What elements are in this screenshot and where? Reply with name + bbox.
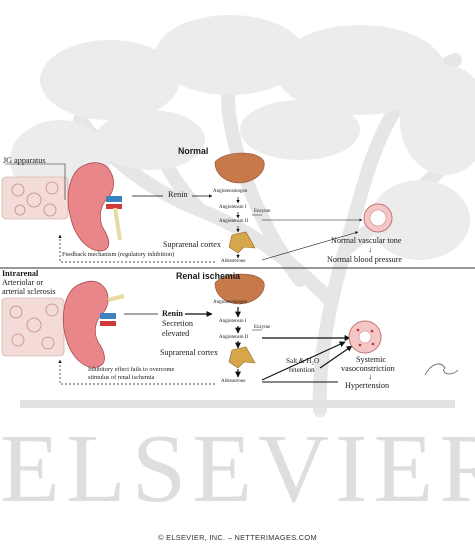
signature-scribble — [424, 363, 459, 376]
angiotensin-1-label-ischemia: Angiotensin I — [219, 319, 247, 324]
adrenal-ischemia — [228, 346, 256, 369]
hypertension-label: Hypertension — [345, 381, 390, 390]
kidney-normal — [67, 162, 122, 252]
vasoconstriction-label: vasoconstriction — [341, 364, 395, 373]
arrow-salt-to-vessel — [319, 345, 353, 369]
feedback-dashed-loop-normal — [58, 234, 215, 263]
enzyme-label-normal: Enzyme — [254, 209, 271, 214]
inhibitory-label-1: Inhibitory effect fails to overcome — [88, 366, 175, 373]
enzyme-label-ischemia: Enzyme — [254, 325, 271, 330]
secretion-label: Secretion — [162, 319, 193, 328]
angiotensinogen-label-ischemia: Angiotensinogen — [213, 300, 248, 305]
salt-water-label: Salt & H₂O — [286, 357, 320, 365]
copyright-footer: © ELSEVIER, INC. – NETTERIMAGES.COM — [158, 533, 317, 542]
liver-ischemia — [214, 273, 265, 305]
jg-leader-line — [5, 163, 66, 200]
angiotensin-1-label-normal: Angiotensin I — [219, 205, 247, 210]
vessel-normal — [363, 203, 393, 233]
renin-label-normal: Renin — [168, 190, 188, 199]
intrarenal-label: Intrarenal — [2, 269, 39, 278]
vessel-ischemia — [348, 320, 382, 354]
aldosterone-label-normal: Aldosterone — [221, 259, 246, 264]
angiotensin-2-label-ischemia: Angiotensin II — [219, 335, 249, 340]
feedback-label: Feedback mechanism (regulatory inhibitio… — [62, 251, 175, 258]
arteriolar-label: Arteriolar or — [2, 278, 44, 287]
systemic-label: Systemic — [356, 355, 387, 364]
elsevier-watermark: ELSEVIER — [0, 415, 475, 523]
suprarenal-cortex-label-ischemia: Suprarenal cortex — [160, 348, 218, 357]
retention-label: retention — [289, 366, 315, 374]
inhibitory-label-2: stimulus of renal ischemia — [88, 374, 155, 381]
elevated-label: elevated — [162, 329, 190, 338]
kidney-ischemia — [62, 280, 125, 368]
normal-arrow-down: ↓ — [368, 245, 373, 254]
sclerosis-label: arterial sclerosis — [2, 287, 56, 296]
adrenal-normal — [228, 231, 256, 254]
ischemia-arrow-down: ↓ — [368, 372, 373, 381]
ground-band — [20, 400, 455, 408]
normal-title: Normal — [178, 146, 209, 156]
normal-blood-pressure-label: Normal blood pressure — [327, 255, 403, 264]
angiotensin-2-label-normal: Angiotensin II — [219, 219, 249, 224]
angiotensinogen-label-normal: Angiotensinogen — [213, 189, 248, 194]
liver-normal — [214, 152, 265, 184]
jg-apparatus-label: JG apparatus — [3, 156, 46, 165]
arrow-aldosterone-to-vessel-normal — [261, 231, 359, 261]
renal-ischemia-title: Renal ischemia — [176, 271, 241, 281]
glomerulus-tissue-normal — [1, 176, 69, 220]
normal-vascular-tone-label: Normal vascular tone — [331, 236, 402, 245]
aldosterone-label-ischemia: Aldosterone — [221, 379, 246, 384]
glomerulus-tissue-ischemia — [1, 297, 65, 357]
suprarenal-cortex-label-normal: Suprarenal cortex — [163, 240, 221, 249]
renin-label-ischemia: Renin — [162, 309, 183, 318]
arrow-aldosterone-to-salt — [261, 341, 346, 381]
